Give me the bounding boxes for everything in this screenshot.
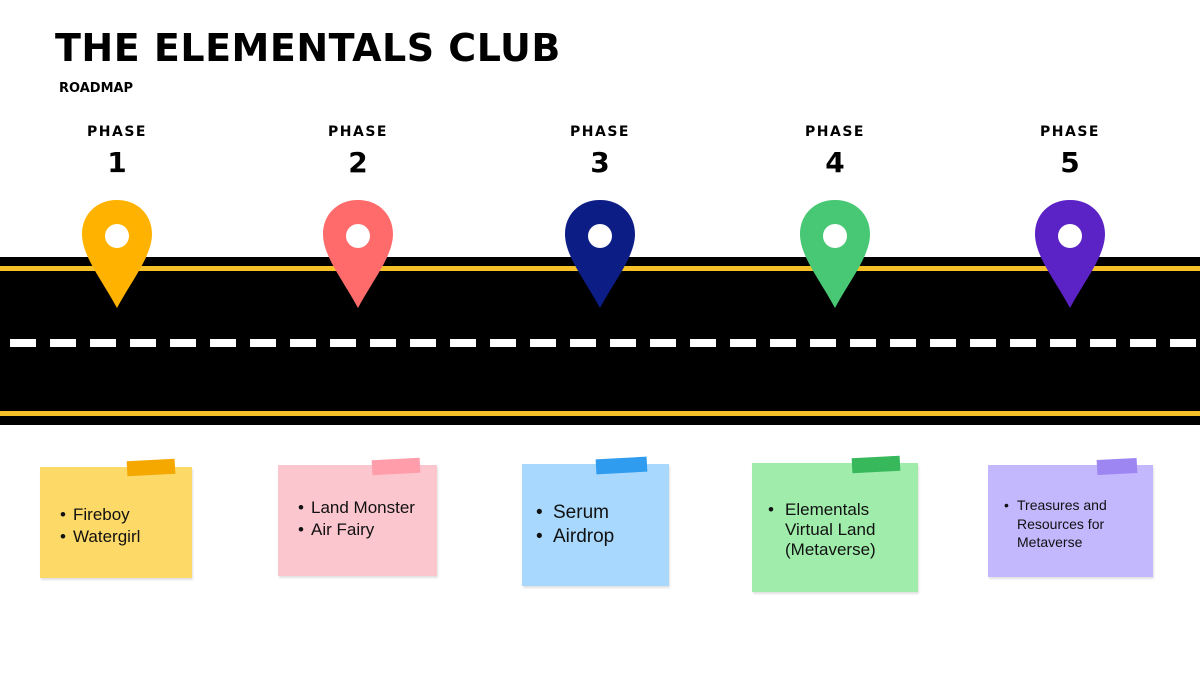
phase-5-number: 5	[1060, 146, 1080, 179]
phase-4-number: 4	[825, 146, 845, 179]
phase-5-pin-icon	[1035, 200, 1105, 308]
phase-4-pin-icon	[800, 200, 870, 308]
list-item: •Fireboy	[60, 505, 130, 524]
list-item: •Airdrop	[536, 526, 615, 547]
phase-1-tape	[126, 458, 176, 477]
phase-5-list: •Treasures and Resources for Metaverse	[1004, 496, 1129, 552]
phase-4-tape	[851, 455, 901, 474]
phase-1-heading: PHASE 1	[57, 124, 177, 179]
list-item: •Treasures and Resources for Metaverse	[1004, 497, 1107, 550]
phase-3-sticky-note: •Serum •Airdrop	[522, 456, 669, 586]
phase-2-label: PHASE	[328, 124, 388, 140]
list-item: •Air Fairy	[298, 520, 375, 539]
phase-2-tape	[371, 457, 421, 476]
phase-1-pin-icon	[82, 200, 152, 308]
phase-4-heading: PHASE 4	[775, 124, 895, 179]
phase-3-list: •Serum •Airdrop	[536, 501, 614, 549]
page-title: THE ELEMENTALS CLUB	[55, 26, 561, 70]
list-item: •Elementals Virtual Land (Metaverse)	[768, 500, 876, 559]
phase-2-sticky-note: •Land Monster •Air Fairy	[278, 457, 437, 576]
road-bottom-edge-line	[0, 411, 1200, 416]
phase-5-sticky-note: •Treasures and Resources for Metaverse	[988, 457, 1153, 577]
phase-1-label: PHASE	[87, 124, 147, 140]
phase-4-label: PHASE	[805, 124, 865, 140]
phase-2-list: •Land Monster •Air Fairy	[298, 497, 415, 541]
phase-3-label: PHASE	[570, 124, 630, 140]
phase-3-heading: PHASE 3	[540, 124, 660, 179]
list-item: •Serum	[536, 502, 609, 523]
phase-3-tape	[595, 456, 648, 475]
list-item: •Land Monster	[298, 498, 415, 517]
phase-2-number: 2	[348, 146, 368, 179]
phase-2-heading: PHASE 2	[298, 124, 418, 179]
list-item: •Watergirl	[60, 527, 141, 546]
phase-1-list: •Fireboy •Watergirl	[60, 504, 140, 548]
phase-5-label: PHASE	[1040, 124, 1100, 140]
phase-1-number: 1	[107, 146, 127, 179]
phase-3-pin-icon	[565, 200, 635, 308]
phase-5-heading: PHASE 5	[1010, 124, 1130, 179]
phase-4-list: •Elementals Virtual Land (Metaverse)	[768, 500, 898, 560]
phase-3-number: 3	[590, 146, 610, 179]
phase-2-pin-icon	[323, 200, 393, 308]
page-subtitle: ROADMAP	[59, 81, 134, 96]
phase-5-tape	[1096, 457, 1138, 476]
phase-1-sticky-note: •Fireboy •Watergirl	[40, 458, 192, 578]
phase-4-sticky-note: •Elementals Virtual Land (Metaverse)	[752, 455, 918, 592]
